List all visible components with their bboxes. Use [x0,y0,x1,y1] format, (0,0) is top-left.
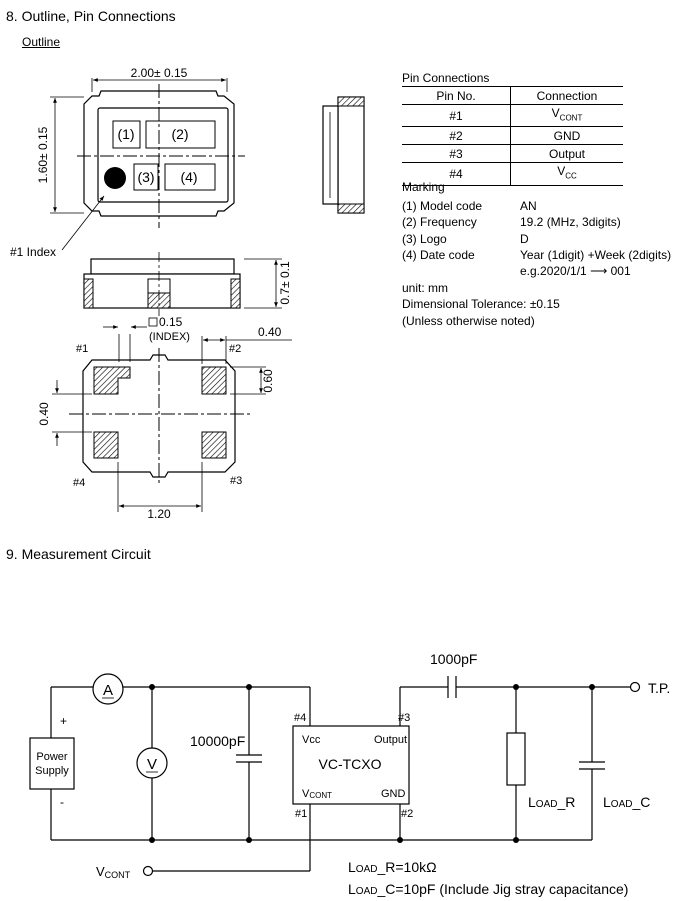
section-9-title: 9. Measurement Circuit [6,546,151,562]
cap-10000pf-label: 10000pF [190,733,245,749]
ic-output-label: Output [374,734,407,746]
table-row: #2 GND [402,126,623,146]
ic-gnd-label: GND [381,788,406,800]
dim-060-label: 0.60 [261,369,275,393]
tolerance-note: Dimensional Tolerance: ±0.15 [402,297,560,311]
ic-name-label: VC-TCXO [319,756,382,772]
marking-value-3: D [520,232,529,246]
plus-sign: + [60,714,67,728]
bottom-pin-4: #4 [73,477,85,489]
marking-value-4: Year (1digit) +Week (2digits) [520,248,672,262]
voltmeter-label: V [147,756,157,773]
marking-value-1: AN [520,199,537,213]
arrow-right-icon: ⟶ [590,264,608,278]
pin-connections-title: Pin Connections [402,71,490,85]
dim-040-top-label: 0.40 [258,325,282,339]
flatness-symbol [148,317,158,327]
pin-cell: #3 [402,144,511,164]
connection-cell: VCC [510,162,623,186]
table-row: #3 Output [402,144,623,164]
bottom-pin-1: #1 [76,343,88,355]
load-r-note: LOAD_R=10kΩ [348,859,437,875]
pad-label-1: (1) [117,126,134,142]
ic-vcc-label: Vcc [302,734,321,746]
dim-width-label: 2.00± 0.15 [131,66,188,80]
pin-cell: #4 [402,162,511,186]
marking-label-2: (2) Frequency [402,215,477,229]
table-row: #1 VCONT [402,104,623,128]
ammeter-label: A [103,682,113,699]
package-bottom-view [69,348,250,485]
package-top-view [77,84,245,228]
power-supply-label-2: Supply [35,765,69,777]
ic-vcont-label: VCONT [302,788,332,800]
marking-label-1: (1) Model code [402,199,483,213]
date-code-example: e.g.2020/1/1 ⟶ 001 [520,264,631,278]
minus-sign: - [60,795,64,809]
ic-pin3-label: #3 [398,712,410,724]
pad-label-3: (3) [137,169,154,185]
index-label: #1 Index [10,245,56,259]
load-c-note: LOAD_C=10pF (Include Jig stray capacitan… [348,881,628,897]
tolerance-subnote: (Unless otherwise noted) [402,314,535,328]
connection-cell: Output [510,144,623,164]
marking-label-4: (4) Date code [402,248,475,262]
flatness-label: 0.15 [159,315,183,329]
package-side-view-front [83,252,241,316]
cap-1000pf-label: 1000pF [430,651,477,667]
unit-note: unit: mm [402,281,449,295]
section-8-title: 8. Outline, Pin Connections [6,8,176,24]
bottom-pin-3: #3 [230,475,242,487]
connection-cell: VCONT [510,104,623,128]
pin-connections-table: Pin No. Connection #1 VCONT #2 GND #3 Ou… [402,86,623,186]
voltmeter-icon [136,747,168,779]
marking-label-3: (3) Logo [402,232,447,246]
load-r-label: LOAD_R [528,794,575,810]
connection-header: Connection [510,86,623,105]
vcont-terminal [142,865,154,877]
pad-label-2: (2) [171,126,188,142]
pin-cell: #1 [402,104,511,128]
outline-label: Outline [22,35,61,49]
connection-cell: GND [510,126,623,146]
vcont-input-label: VCONT [96,864,131,880]
marking-title: Marking [402,180,445,194]
tp-label: T.P. [648,680,670,696]
bottom-pin-2: #2 [229,343,241,355]
index-note: (INDEX) [149,331,190,343]
pad-label-4: (4) [180,169,197,185]
load-c-label: LOAD_C [603,794,650,810]
pin-no-header: Pin No. [402,86,511,105]
ic-pin1-label: #1 [295,808,307,820]
tp-terminal [629,681,641,693]
power-supply-label-1: Power [36,751,68,763]
table-row: #4 VCC [402,162,623,186]
pin-cell: #2 [402,126,511,146]
pin1-index-dot [104,167,126,189]
marking-value-2: 19.2 (MHz, 3digits) [520,215,621,229]
package-side-view-right [322,96,365,214]
dim-040-left-label: 0.40 [37,402,51,426]
dim-120-label: 1.20 [147,507,171,521]
dim-height-label: 1.60± 0.15 [36,126,50,183]
ic-pin2-label: #2 [401,808,413,820]
ic-pin4-label: #4 [294,712,306,724]
dim-thickness-label: 0.7± 0.1 [278,261,292,305]
ammeter-icon [92,673,124,705]
